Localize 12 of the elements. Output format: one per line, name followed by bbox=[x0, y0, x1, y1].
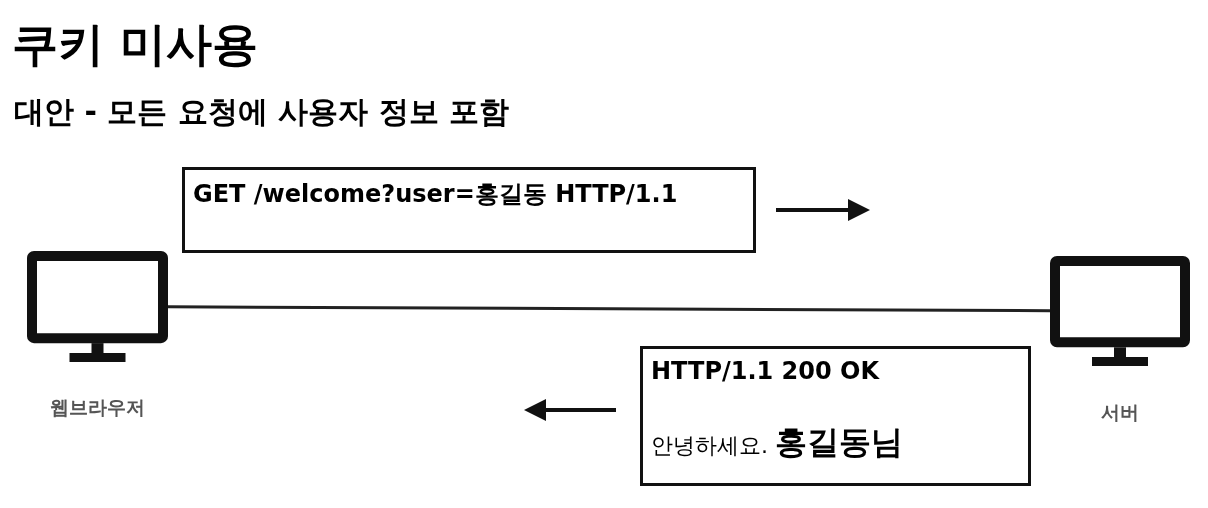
message-line: GET /welcome?user=홍길동 HTTP/1.1 bbox=[193, 179, 678, 210]
message-text: 안녕하세요. 홍길동님 bbox=[651, 422, 903, 463]
title: 쿠키 미사용 bbox=[12, 16, 258, 73]
subtitle: 대안 - 모든 요청에 사용자 정보 포함 bbox=[14, 93, 510, 131]
monitor-icon bbox=[1050, 256, 1190, 366]
monitor-icon bbox=[27, 251, 168, 362]
response-box bbox=[640, 346, 1031, 486]
device-label: 웹브라우저 bbox=[49, 395, 146, 420]
device-label: 서버 bbox=[1100, 400, 1140, 425]
message-line: HTTP/1.1 200 OK bbox=[651, 357, 880, 385]
request-box bbox=[182, 167, 756, 253]
connector-line bbox=[168, 305, 1050, 313]
